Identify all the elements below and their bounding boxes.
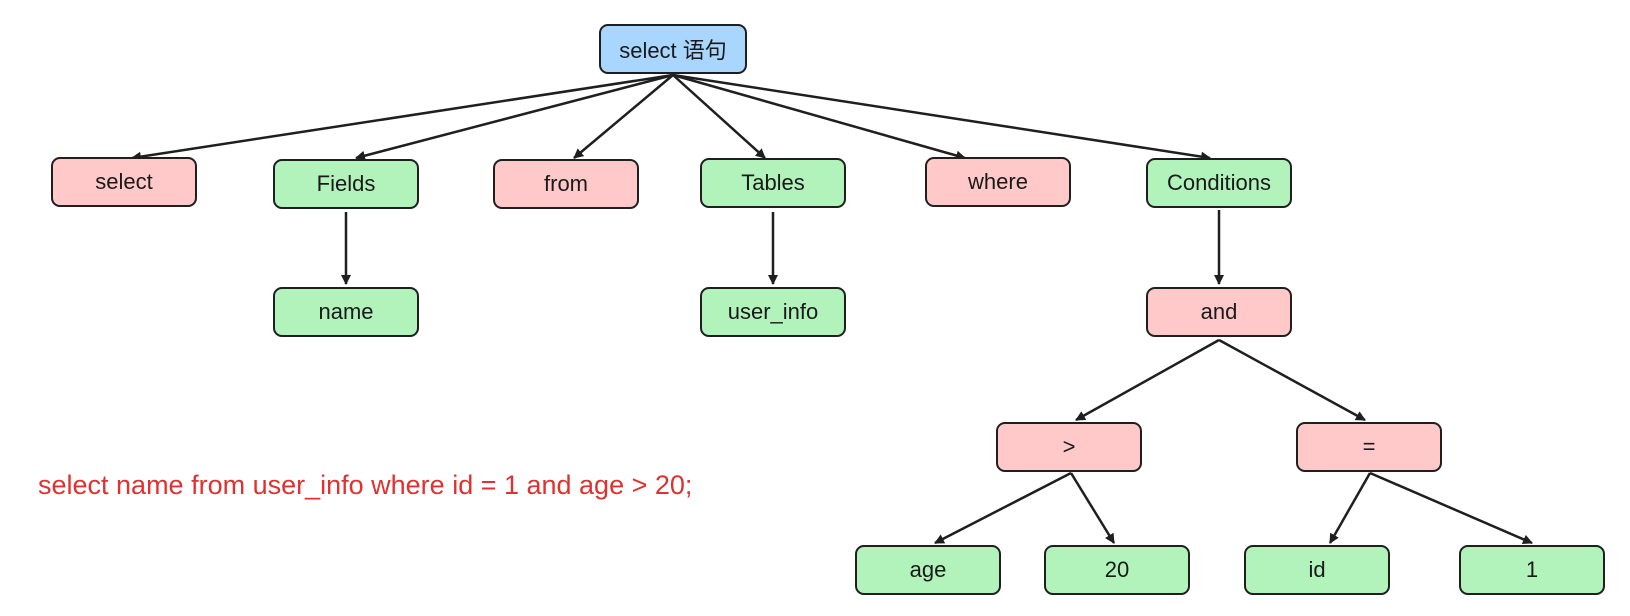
- node-table-user-info: user_info: [700, 287, 846, 337]
- edge-root-conditions: [672, 73, 1211, 162]
- edge-root-tables: [672, 74, 766, 159]
- node-tables: Tables: [700, 158, 846, 208]
- node-conditions: Conditions: [1146, 158, 1292, 208]
- edge-root-from: [573, 74, 674, 159]
- edge-root-select: [131, 73, 674, 162]
- node-operand-age: age: [855, 545, 1001, 595]
- node-and-operator: and: [1146, 287, 1292, 337]
- edge-root-fields: [355, 73, 674, 161]
- node-select-statement: select 语句: [599, 24, 747, 74]
- node-from-keyword: from: [493, 159, 639, 209]
- node-select-keyword: select: [51, 157, 197, 207]
- sql-statement-text: select name from user_info where id = 1 …: [38, 470, 693, 500]
- node-operand-id: id: [1244, 545, 1390, 595]
- edge-eq-id: [1328, 472, 1372, 544]
- edge-and-gt: [1075, 338, 1220, 422]
- edge-root-where: [672, 73, 966, 161]
- node-greater-than-operator: >: [996, 422, 1142, 472]
- edge-and-eq: [1218, 338, 1366, 422]
- node-field-name: name: [273, 287, 419, 337]
- node-operand-20: 20: [1044, 545, 1190, 595]
- node-where-keyword: where: [925, 157, 1071, 207]
- edge-gt-age: [934, 471, 1072, 545]
- node-fields: Fields: [273, 159, 419, 209]
- node-operand-1: 1: [1459, 545, 1605, 595]
- edge-gt-20: [1069, 472, 1116, 544]
- node-equals-operator: =: [1296, 422, 1442, 472]
- edge-eq-1: [1369, 471, 1533, 545]
